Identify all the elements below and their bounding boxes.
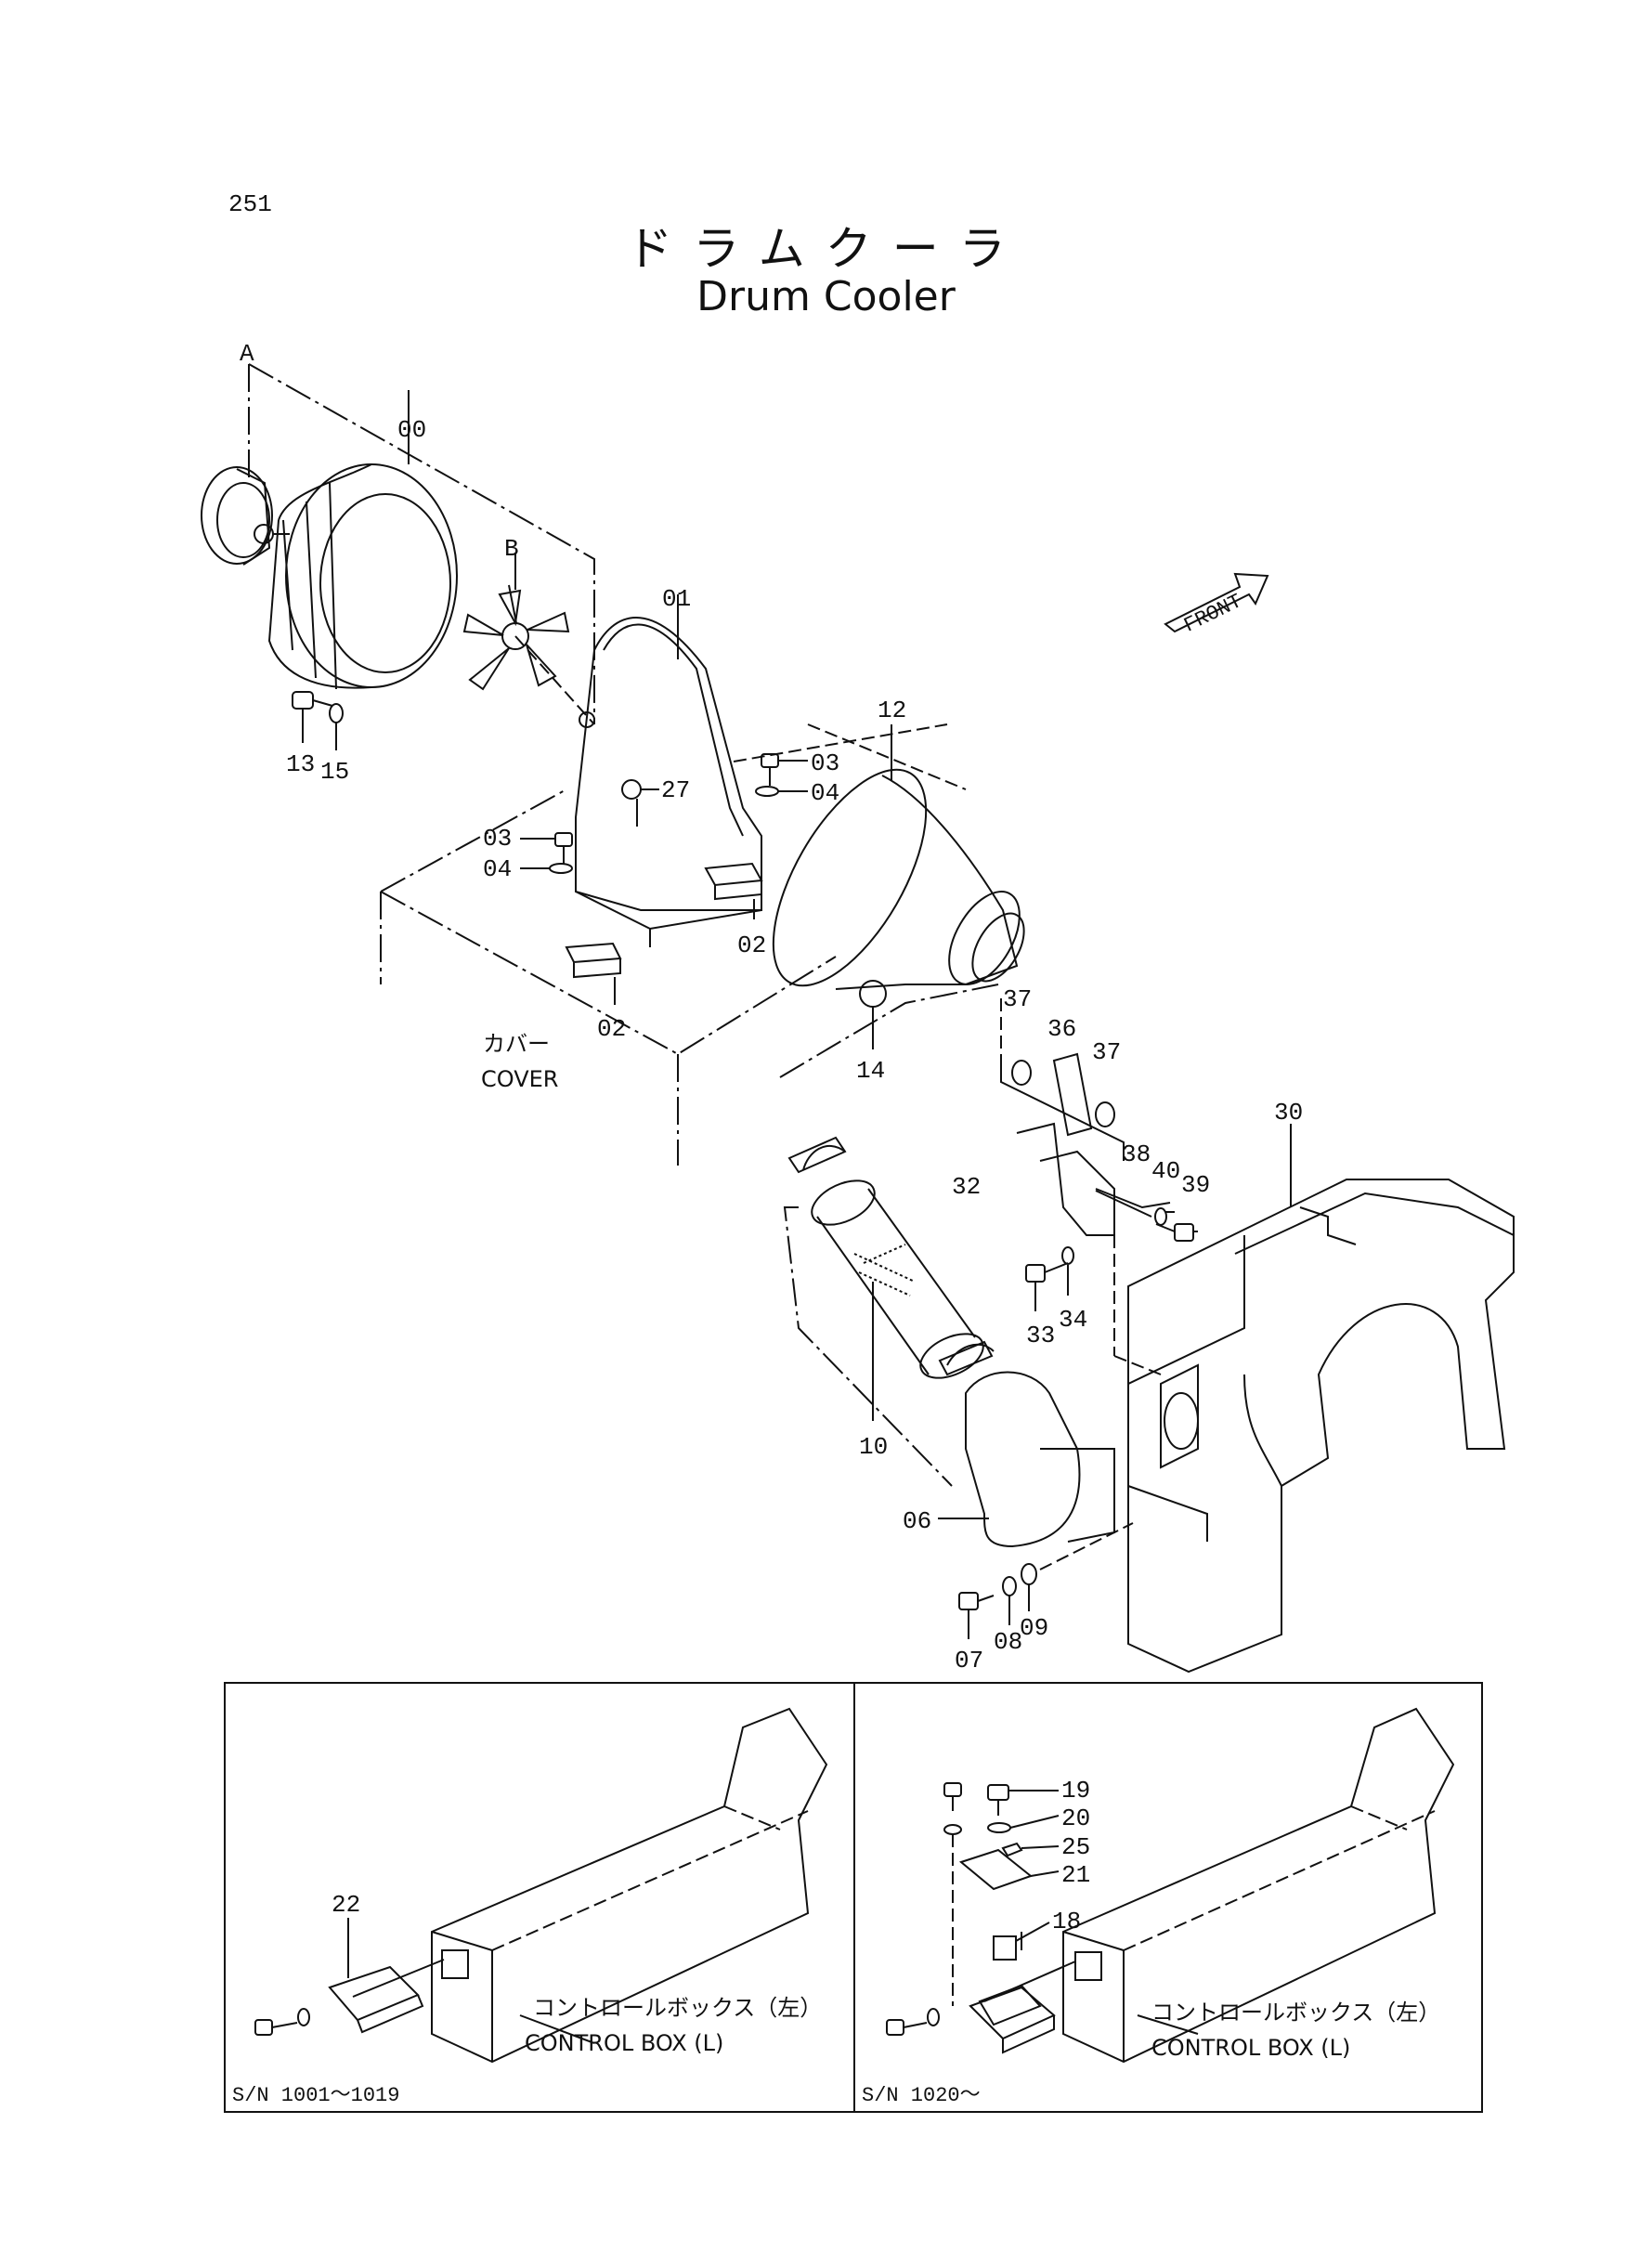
- callout-34: 34: [1059, 1306, 1087, 1334]
- switch-18-part: [993, 1922, 1050, 1961]
- cone-funnel-part: [733, 723, 1025, 990]
- washer-15-part: [329, 703, 344, 750]
- inset-frame-right: [853, 1682, 1483, 2113]
- washer-09-part: [1021, 1563, 1037, 1611]
- washer-20-part: [987, 1815, 1060, 1833]
- fan-blade-part: [462, 553, 595, 725]
- callout-10: 10: [859, 1433, 888, 1461]
- front-label: FRONT: [1180, 590, 1245, 637]
- callout-37-right: 37: [1092, 1038, 1121, 1066]
- fan-bracket-part: [575, 594, 762, 947]
- fan-shroud-part: [267, 390, 458, 690]
- callout-06: 06: [903, 1507, 931, 1535]
- spacer-block-lower: [565, 942, 622, 1005]
- title-japanese: ドラムクーラ: [626, 222, 1026, 276]
- callout-27: 27: [661, 776, 690, 804]
- screw-right-b: [886, 2008, 940, 2036]
- callout-33: 33: [1026, 1322, 1055, 1349]
- callout-39: 39: [1181, 1171, 1210, 1199]
- washer-04-lower: [520, 863, 573, 874]
- callout-22: 22: [332, 1891, 360, 1919]
- callout-03-upper: 03: [811, 749, 839, 777]
- washer-40-part: [1154, 1207, 1167, 1226]
- callout-18: 18: [1052, 1908, 1081, 1935]
- callout-12: 12: [878, 697, 906, 724]
- callout-20: 20: [1061, 1804, 1090, 1832]
- callout-04-upper: 04: [811, 779, 839, 807]
- washer-04-upper: [755, 786, 808, 797]
- control-box-left-b: [1062, 1707, 1455, 2064]
- callout-36: 36: [1047, 1015, 1076, 1043]
- cover-label-jp: カバー: [483, 1031, 550, 1057]
- inset-left-serial: S/N 1001～1019: [232, 2084, 399, 2107]
- inset-left-control-box-en: CONTROL BOX (L): [525, 2030, 723, 2056]
- callout-13: 13: [286, 750, 315, 778]
- callout-07: 07: [955, 1647, 983, 1674]
- callout-15: 15: [320, 758, 349, 786]
- inset-right-control-box-en: CONTROL BOX (L): [1151, 2035, 1350, 2061]
- hose-clamp-upper: [787, 1136, 847, 1174]
- mount-base-part: [969, 1984, 1056, 2054]
- inset-right-serial: S/N 1020～: [862, 2084, 981, 2107]
- washer-08-part: [1002, 1576, 1017, 1625]
- bolt-13-part: [292, 691, 333, 743]
- callout-37-left: 37: [1003, 985, 1032, 1013]
- page-number: 251: [228, 190, 272, 218]
- callout-b: B: [504, 535, 519, 563]
- bolt-07-part: [958, 1592, 995, 1639]
- title-english: Drum Cooler: [696, 273, 956, 320]
- reference-line-a: [248, 363, 595, 724]
- bracket-22-part: [328, 1918, 424, 2034]
- washer-34-part: [1061, 1246, 1074, 1296]
- hub-part: [201, 466, 290, 566]
- control-box-left-a: [431, 1707, 828, 2064]
- bolt-33-part: [1025, 1262, 1069, 1311]
- plate-21-part: [958, 1848, 1060, 1891]
- callout-08: 08: [994, 1628, 1022, 1656]
- callout-02-upper: 02: [737, 932, 766, 959]
- callout-38: 38: [1122, 1140, 1151, 1168]
- callout-01: 01: [662, 585, 691, 613]
- nut-14-part: [859, 980, 887, 1008]
- bolt-03-upper: [761, 753, 808, 786]
- callout-04-lower: 04: [483, 855, 512, 883]
- callout-14: 14: [856, 1057, 885, 1085]
- callout-21: 21: [1061, 1861, 1090, 1889]
- front-direction-arrow: [1164, 572, 1269, 633]
- callout-25: 25: [1061, 1833, 1090, 1861]
- cover-outline: [380, 788, 837, 1166]
- elbow-duct-part: [938, 1371, 1115, 1548]
- inset-right-control-box-jp: コントロールボックス（左）: [1151, 2000, 1440, 2026]
- callout-32: 32: [952, 1173, 981, 1201]
- callout-02-lower: 02: [597, 1015, 626, 1043]
- callout-03-lower: 03: [483, 825, 512, 853]
- callout-09: 09: [1020, 1614, 1048, 1642]
- callout-40: 40: [1151, 1157, 1180, 1185]
- screw-right-aux: [943, 1782, 962, 2006]
- bolt-03-lower: [520, 832, 573, 864]
- screw-19-part: [987, 1784, 1059, 1816]
- inset-left-control-box-jp: コントロールボックス（左）: [533, 1995, 822, 2021]
- cover-label-en: COVER: [481, 1066, 558, 1092]
- label-25-part: [1001, 1842, 1060, 1857]
- screw-left-a: [254, 2008, 310, 2036]
- duct-housing-part: [1127, 1124, 1515, 1674]
- spacer-block-upper: [704, 862, 763, 919]
- bracket-assembly-part: [1000, 998, 1175, 1375]
- hose-clamp-lower: [938, 1340, 994, 1376]
- callout-19: 19: [1061, 1777, 1090, 1804]
- flexible-hose-part: [802, 1145, 995, 1421]
- callout-a: A: [240, 340, 254, 368]
- bolt-39-part: [1155, 1223, 1198, 1242]
- callout-00: 00: [397, 416, 426, 444]
- callout-30: 30: [1274, 1099, 1303, 1127]
